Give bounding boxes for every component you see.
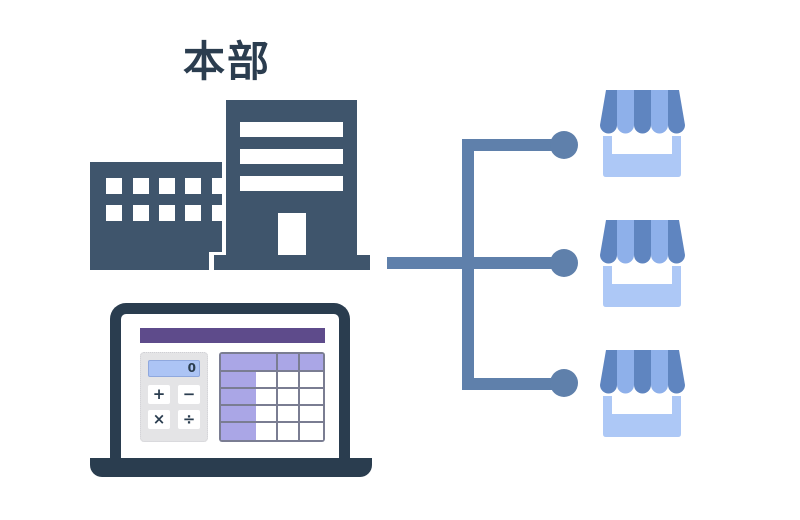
vertical-line	[462, 139, 474, 390]
storefront-icon	[600, 350, 685, 437]
building-gap	[209, 252, 226, 255]
spreadsheet-cell	[278, 354, 298, 370]
awning-stripe	[668, 90, 685, 134]
store-body	[603, 396, 681, 437]
window	[185, 178, 201, 194]
spreadsheet-cell	[278, 372, 298, 387]
building-base	[214, 255, 370, 270]
spreadsheet-cell	[300, 423, 323, 440]
window	[106, 205, 122, 221]
window	[212, 205, 222, 221]
window-strip	[240, 176, 343, 191]
spreadsheet-cell	[221, 354, 256, 370]
multiply-key: ×	[148, 410, 170, 429]
laptop-base	[90, 458, 372, 477]
window-strip	[240, 122, 343, 137]
spreadsheet-cell	[278, 406, 298, 421]
spreadsheet-cell	[221, 423, 256, 440]
minus-key: −	[178, 385, 200, 404]
awning-stripe	[668, 350, 685, 394]
plus-key: +	[148, 385, 170, 404]
headquarters-label: 本部	[182, 37, 271, 86]
awning-stripe	[634, 350, 651, 394]
spreadsheet-cell	[256, 354, 276, 370]
window	[159, 178, 175, 194]
awning-stripe	[651, 90, 668, 134]
window	[185, 205, 201, 221]
spreadsheet-cell	[221, 372, 256, 387]
app-header-bar	[140, 328, 325, 343]
awning-stripe	[617, 90, 634, 134]
spreadsheet-cell	[300, 354, 323, 370]
divide-key: ÷	[178, 410, 200, 429]
spreadsheet-cell	[278, 389, 298, 404]
awning-stripe	[600, 90, 617, 134]
window	[133, 178, 149, 194]
spreadsheet-cell	[300, 406, 323, 421]
window	[106, 178, 122, 194]
building-gap	[222, 100, 226, 255]
awning-stripe	[634, 90, 651, 134]
spreadsheet-cell	[221, 389, 256, 404]
building-gap	[209, 252, 214, 270]
awning-stripe	[651, 350, 668, 394]
storefront-icon	[600, 220, 685, 307]
door	[278, 213, 306, 255]
store-body	[603, 136, 681, 177]
window-strip	[240, 149, 343, 164]
awning-stripe	[634, 220, 651, 264]
branch-line-top	[462, 139, 563, 151]
window	[212, 178, 222, 194]
awning-stripe	[617, 350, 634, 394]
awning-stripe	[600, 220, 617, 264]
spreadsheet-icon	[219, 352, 325, 442]
store-body	[603, 266, 681, 307]
spreadsheet-cell	[256, 389, 276, 404]
spreadsheet-cell	[300, 372, 323, 387]
branch-line-bottom	[462, 378, 563, 390]
spreadsheet-cell	[278, 423, 298, 440]
window	[133, 205, 149, 221]
calculator-display: 0	[148, 360, 200, 377]
awning-stripe	[651, 220, 668, 264]
spreadsheet-cell	[300, 389, 323, 404]
spreadsheet-cell	[256, 406, 276, 421]
window	[159, 205, 175, 221]
spreadsheet-cell	[256, 372, 276, 387]
spreadsheet-cell	[221, 406, 256, 421]
node-dot	[550, 249, 578, 277]
node-dot	[550, 131, 578, 159]
spreadsheet-cell	[256, 423, 276, 440]
awning-stripe	[668, 220, 685, 264]
awning-stripe	[617, 220, 634, 264]
awning-stripe	[600, 350, 617, 394]
trunk-line	[387, 257, 563, 269]
node-dot	[550, 369, 578, 397]
storefront-icon	[600, 90, 685, 177]
